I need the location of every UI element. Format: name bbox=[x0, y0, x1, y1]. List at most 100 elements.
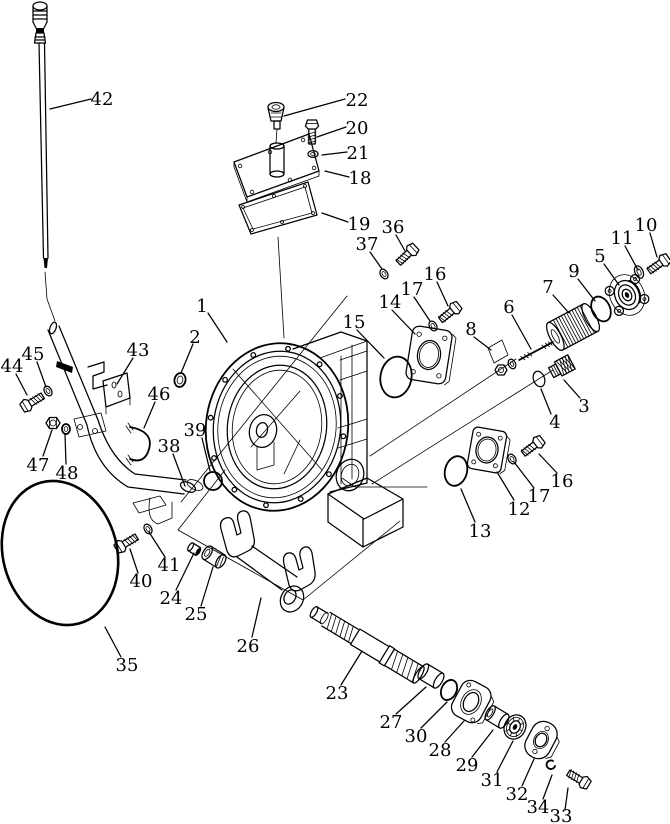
callout-19: 19 bbox=[348, 214, 371, 235]
flange-14 bbox=[405, 325, 457, 386]
callout-21: 21 bbox=[347, 143, 370, 164]
bracket-43 bbox=[87, 361, 131, 415]
washer-21 bbox=[307, 149, 319, 159]
breather-tube bbox=[269, 142, 285, 178]
callout-45: 45 bbox=[22, 344, 45, 365]
bolt-16 bbox=[435, 299, 464, 326]
callout-7: 7 bbox=[542, 277, 553, 298]
nut-47 bbox=[45, 416, 61, 430]
callout-17: 17 bbox=[401, 279, 424, 300]
leader-line-35 bbox=[104, 626, 122, 658]
callout-33: 33 bbox=[550, 806, 573, 824]
leader-line-40 bbox=[129, 548, 139, 574]
leader-line-33 bbox=[564, 787, 569, 811]
callout-44: 44 bbox=[1, 356, 24, 377]
leader-line-47 bbox=[42, 429, 53, 457]
u-bolt-46 bbox=[125, 422, 151, 466]
callout-25: 25 bbox=[185, 604, 208, 625]
leader-line-41 bbox=[148, 531, 166, 558]
washer-48 bbox=[61, 423, 71, 435]
callout-26: 26 bbox=[237, 636, 260, 657]
callout-9: 9 bbox=[568, 261, 579, 282]
callout-13: 13 bbox=[469, 521, 492, 542]
plate-32 bbox=[524, 720, 560, 760]
cover-5 bbox=[604, 273, 650, 317]
leader-line-24 bbox=[175, 552, 195, 591]
bushing-27 bbox=[417, 663, 445, 689]
leader-line-23 bbox=[340, 650, 363, 686]
leader-line-38 bbox=[172, 453, 186, 487]
bushing-29 bbox=[484, 705, 510, 729]
callout-34: 34 bbox=[527, 797, 550, 818]
leader-line-30 bbox=[420, 701, 448, 729]
leader-line-31 bbox=[496, 740, 514, 773]
leader-line-39 bbox=[201, 437, 211, 472]
callout-43: 43 bbox=[127, 340, 150, 361]
washer-37 bbox=[377, 267, 391, 281]
callouts: 1234567891011121314151617181920212223242… bbox=[1, 89, 658, 824]
leader-line-45 bbox=[36, 361, 47, 388]
fork-shaft-group bbox=[112, 510, 593, 792]
oring-15 bbox=[379, 355, 413, 399]
callout-32: 32 bbox=[506, 784, 529, 805]
flange-28 bbox=[450, 679, 495, 725]
leader-line-26 bbox=[251, 597, 262, 638]
leader-line-17 bbox=[513, 461, 535, 489]
cover-plate-18 bbox=[233, 133, 320, 203]
leader-line-32 bbox=[521, 758, 535, 787]
leader-line-15 bbox=[356, 329, 385, 359]
callout-6: 6 bbox=[503, 297, 514, 318]
leader-line-21 bbox=[321, 151, 348, 156]
dipstick bbox=[32, 1, 49, 268]
leader-line-19 bbox=[321, 212, 349, 223]
side-port bbox=[335, 458, 365, 492]
washer-17 bbox=[505, 452, 519, 466]
leader-line-11 bbox=[624, 245, 639, 271]
construction-lines bbox=[44, 236, 554, 601]
leader-line-17 bbox=[413, 296, 431, 322]
leader-line-34 bbox=[542, 774, 553, 800]
rod-6 bbox=[518, 341, 554, 361]
callout-48: 48 bbox=[56, 463, 79, 484]
leader-line-14 bbox=[391, 309, 416, 335]
leader-line-29 bbox=[471, 729, 494, 758]
bolt-44 bbox=[18, 389, 47, 415]
filter-group bbox=[487, 251, 670, 388]
side-cover-group bbox=[443, 426, 547, 487]
oring-30 bbox=[439, 679, 459, 701]
callout-42: 42 bbox=[91, 89, 114, 110]
callout-18: 18 bbox=[349, 168, 372, 189]
callout-27: 27 bbox=[380, 712, 403, 733]
oring-4 bbox=[532, 370, 546, 388]
callout-12: 12 bbox=[508, 499, 531, 520]
callout-2: 2 bbox=[189, 327, 200, 348]
oring-13 bbox=[443, 455, 469, 487]
callout-29: 29 bbox=[456, 755, 479, 776]
callout-47: 47 bbox=[27, 455, 50, 476]
leader-line-6 bbox=[511, 314, 532, 350]
callout-38: 38 bbox=[158, 436, 181, 457]
leader-line-25 bbox=[200, 566, 214, 607]
filter-7 bbox=[545, 303, 601, 351]
pin-24 bbox=[187, 542, 202, 557]
callout-23: 23 bbox=[326, 683, 349, 704]
flange-bolt-holes bbox=[207, 345, 347, 509]
bolt-10 bbox=[644, 251, 670, 278]
fork-26 bbox=[219, 510, 316, 613]
breather-22 bbox=[267, 101, 285, 144]
bolt-16 bbox=[518, 433, 547, 460]
callout-46: 46 bbox=[148, 384, 171, 405]
oring-39 bbox=[203, 471, 223, 491]
callout-5: 5 bbox=[594, 246, 605, 267]
callout-24: 24 bbox=[160, 588, 183, 609]
bolt-36 bbox=[393, 241, 421, 269]
leader-line-46 bbox=[143, 401, 156, 429]
leader-line-22 bbox=[283, 98, 346, 117]
leader-line-48 bbox=[64, 433, 67, 465]
callout-20: 20 bbox=[346, 118, 369, 139]
callout-3: 3 bbox=[578, 396, 589, 417]
callout-10: 10 bbox=[635, 215, 658, 236]
callout-8: 8 bbox=[465, 319, 476, 340]
bolt-40 bbox=[112, 530, 141, 556]
